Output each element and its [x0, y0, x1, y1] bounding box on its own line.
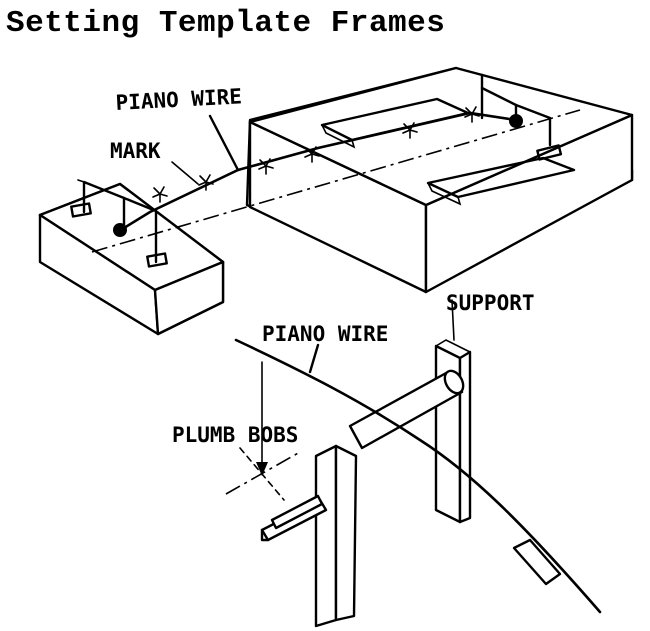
large-foundation-block [245, 66, 634, 294]
wire-marks [152, 106, 480, 203]
horizontal-bar [348, 369, 465, 450]
center-line [91, 109, 581, 253]
label-piano-wire-bottom: PIANO WIRE [262, 322, 388, 346]
label-plumb-bobs: PLUMB BOBS [172, 423, 298, 447]
support-post [434, 299, 472, 524]
left-template-frame [77, 179, 158, 264]
wire-mark [464, 106, 480, 123]
label-piano-wire-top: PIANO WIRE [115, 84, 243, 115]
bottom-piano-wire [234, 338, 602, 614]
top-piano-wire [113, 111, 523, 237]
label-mark: MARK [110, 139, 161, 163]
small-foundation-block [38, 182, 225, 336]
wire-mark [152, 186, 168, 203]
wire-mark [198, 174, 214, 191]
plumb-bob [225, 361, 301, 501]
wire-mark [258, 158, 274, 175]
wire-mark [304, 146, 320, 163]
label-support: SUPPORT [446, 291, 535, 315]
wire-mark [402, 122, 418, 139]
page-title: Setting Template Frames [6, 6, 446, 41]
angle-steel-post [260, 444, 358, 628]
turnbuckle [512, 538, 562, 586]
